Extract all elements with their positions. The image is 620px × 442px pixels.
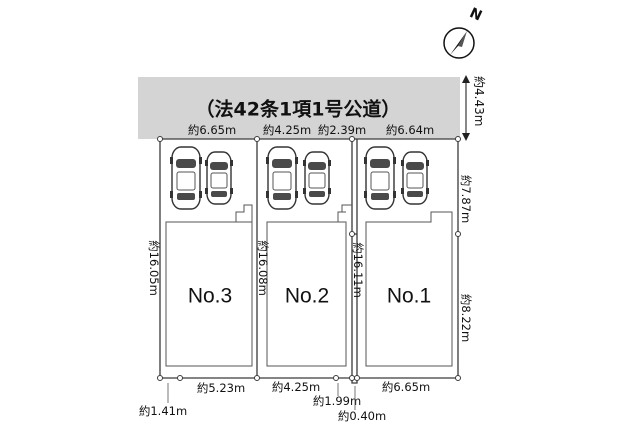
dim-bottom-lot2: 約4.25m bbox=[272, 380, 320, 394]
vertex-marker bbox=[354, 375, 360, 381]
car-lot1-a bbox=[363, 146, 397, 210]
lot-label-no3: No.3 bbox=[188, 285, 232, 308]
car-lot2-a bbox=[265, 146, 299, 210]
dim-right-lower: 約8.22m bbox=[459, 294, 473, 342]
building-footprints bbox=[165, 204, 453, 367]
boundary-outline bbox=[159, 139, 459, 384]
dim-top-lot2-b: 約2.39m bbox=[318, 123, 366, 137]
dim-bottom-access-lot3: 約1.41m bbox=[139, 404, 187, 418]
vertex-marker bbox=[157, 375, 163, 381]
vertex-marker bbox=[455, 375, 461, 381]
road-width-label: 約4.43m bbox=[472, 76, 487, 126]
lot-label-no1: No.1 bbox=[387, 285, 431, 308]
vertex-marker bbox=[349, 136, 355, 142]
lot2-porch-b bbox=[341, 204, 352, 212]
road-width-arrow-bottom bbox=[462, 133, 470, 141]
dim-bottom-lot1: 約6.65m bbox=[382, 380, 430, 394]
lot2-porch bbox=[337, 211, 346, 222]
dim-top-lot1: 約6.64m bbox=[386, 123, 434, 137]
vertex-marker bbox=[349, 375, 355, 381]
dimension-leaders bbox=[167, 383, 356, 410]
car-lot1-b bbox=[400, 151, 430, 205]
vertex-marker bbox=[349, 231, 355, 237]
dim-bottom-access-gap: 約0.40m bbox=[338, 409, 386, 423]
north-arrow-icon-half bbox=[458, 31, 467, 47]
vertex-marker bbox=[157, 136, 163, 142]
car-lot2-b bbox=[302, 151, 332, 205]
lot1-building bbox=[365, 211, 453, 367]
vertex-marker bbox=[455, 136, 461, 142]
vertex-marker bbox=[254, 375, 260, 381]
compass-north-letter: N bbox=[467, 5, 484, 24]
road-width-arrow-top bbox=[462, 75, 470, 83]
car-lot3-b bbox=[204, 151, 234, 205]
parcel-boundaries bbox=[159, 138, 459, 384]
dim-side-lot1: 約16.11m bbox=[351, 242, 365, 298]
dim-right-upper: 約7.87m bbox=[459, 175, 473, 223]
dim-top-lot2-a: 約4.25m bbox=[263, 123, 311, 137]
dim-bottom-lot3: 約5.23m bbox=[197, 381, 245, 395]
lot-label-no2: No.2 bbox=[285, 285, 329, 308]
lot2-building bbox=[266, 221, 347, 367]
road-label: （法42条1項1号公道） bbox=[196, 98, 401, 121]
car-lot3-a bbox=[169, 146, 203, 210]
vertex-markers bbox=[157, 136, 461, 381]
lot3-porch bbox=[235, 204, 253, 222]
lot3-building bbox=[165, 221, 253, 367]
road bbox=[138, 77, 460, 139]
dim-side-lot2: 約16.08m bbox=[256, 240, 270, 296]
dim-top-lot3: 約6.65m bbox=[188, 123, 236, 137]
compass: N bbox=[443, 5, 484, 59]
vertex-marker bbox=[455, 231, 461, 237]
dim-bottom-access-lot2: 約1.99m bbox=[313, 394, 361, 408]
vertex-marker bbox=[333, 375, 339, 381]
vertex-marker bbox=[254, 136, 260, 142]
dim-side-lot3: 約16.05m bbox=[147, 240, 161, 296]
north-arrow-icon bbox=[450, 31, 467, 55]
vertex-marker bbox=[177, 375, 183, 381]
